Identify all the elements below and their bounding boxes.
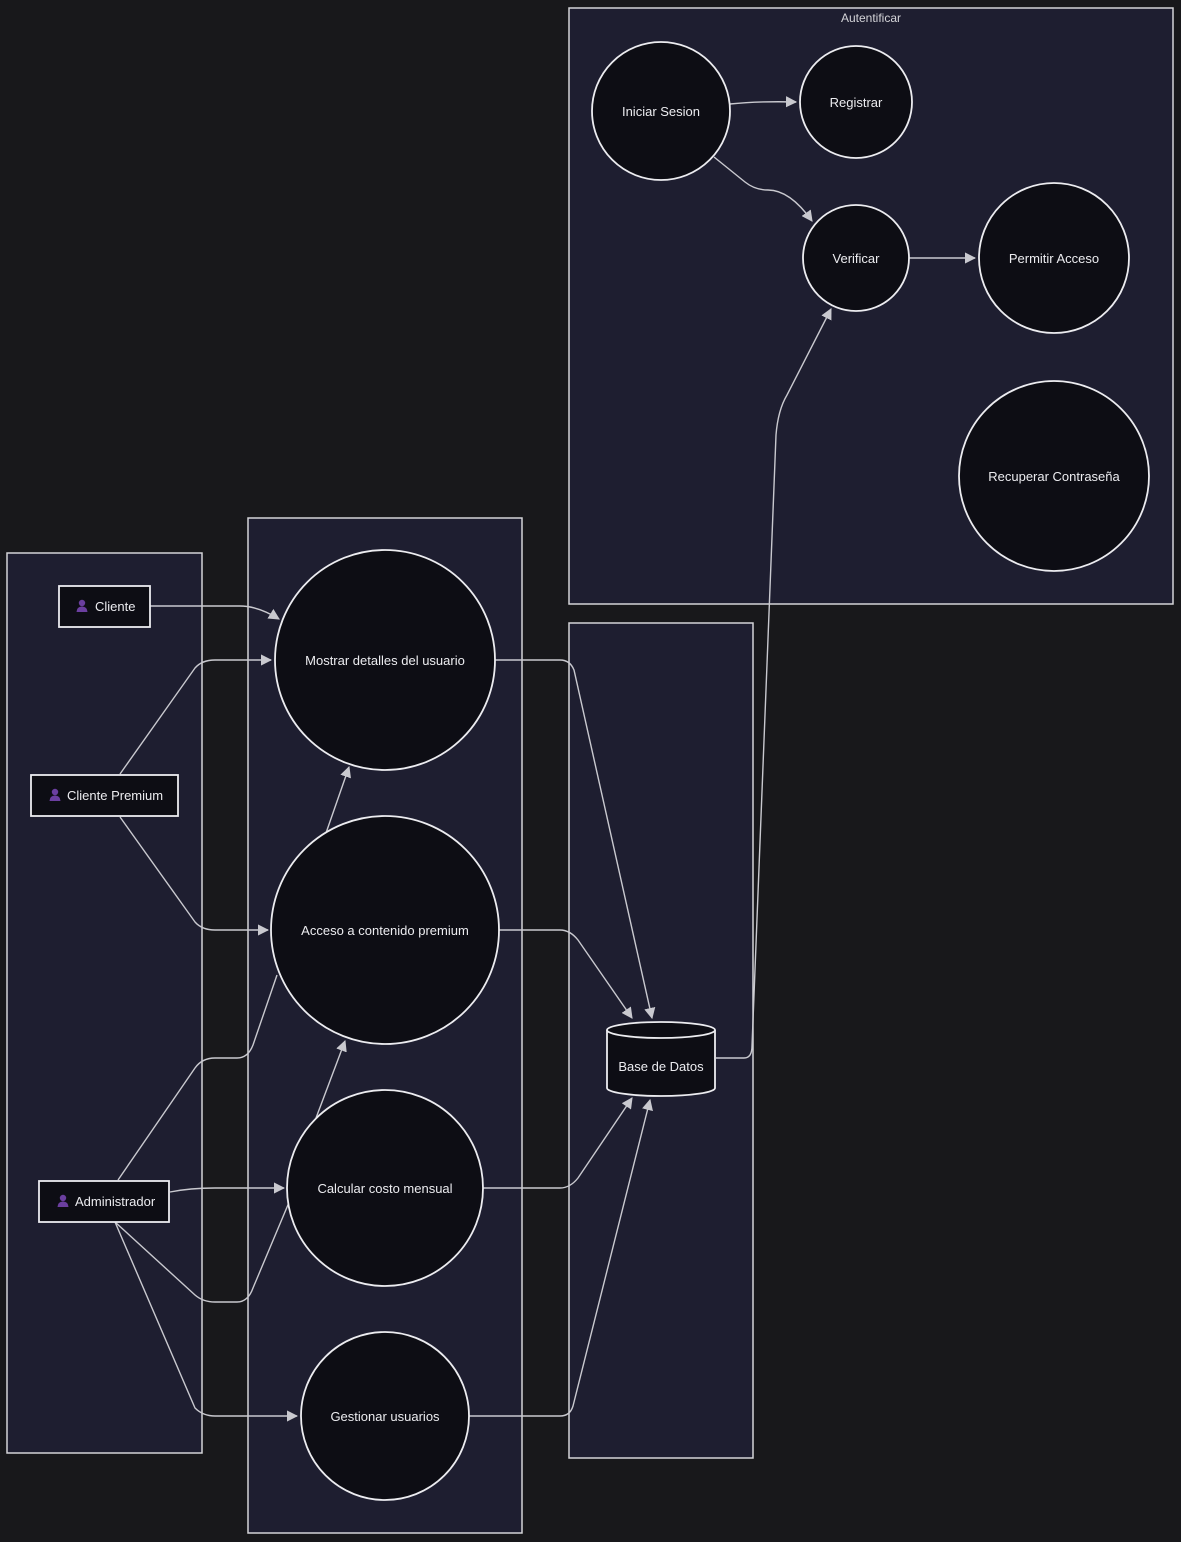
use-case-verificar[interactable]: Verificar xyxy=(802,204,910,312)
edge-calcular-acceso xyxy=(315,1039,347,1119)
use-case-mostrar-detalles-label: Mostrar detalles del usuario xyxy=(305,653,465,668)
actor-cliente[interactable]: Cliente xyxy=(58,585,151,628)
use-case-permitir-acceso-label: Permitir Acceso xyxy=(1009,251,1099,266)
edge-admin-gestionar xyxy=(114,1221,299,1422)
actor-cliente-premium-label: Cliente Premium xyxy=(67,788,163,803)
use-case-iniciar-sesion[interactable]: Iniciar Sesion xyxy=(591,41,731,181)
use-case-acceso-premium[interactable]: Acceso a contenido premium xyxy=(270,815,500,1045)
edge-admin-acceso xyxy=(117,974,278,1181)
use-case-gestionar-usuarios-label: Gestionar usuarios xyxy=(330,1409,440,1424)
edge-mostrar-db xyxy=(495,659,656,1020)
actors-cluster xyxy=(6,552,203,1454)
user-icon xyxy=(57,1194,69,1207)
actor-cliente-premium[interactable]: Cliente Premium xyxy=(30,774,179,817)
actor-administrador-label: Administrador xyxy=(75,1194,156,1209)
use-case-permitir-acceso[interactable]: Permitir Acceso xyxy=(978,182,1130,334)
use-case-registrar-label: Registrar xyxy=(830,95,883,110)
actor-cliente-label: Cliente xyxy=(95,599,135,614)
autentificar-cluster-title: Autentificar xyxy=(841,11,901,25)
use-case-calcular-costo-label: Calcular costo mensual xyxy=(317,1181,452,1196)
use-case-registrar[interactable]: Registrar xyxy=(799,45,913,159)
use-case-calcular-costo[interactable]: Calcular costo mensual xyxy=(286,1089,484,1287)
user-icon xyxy=(76,599,88,612)
edge-iniciar-verificar xyxy=(713,156,813,222)
use-case-recuperar-contrasena-label: Recuperar Contraseña xyxy=(988,469,1120,484)
edge-gestionar-db xyxy=(469,1098,653,1417)
use-case-recuperar-contrasena[interactable]: Recuperar Contraseña xyxy=(958,380,1150,572)
edge-premium-acceso xyxy=(119,816,270,936)
edge-acceso-db xyxy=(499,929,633,1019)
use-case-mostrar-detalles[interactable]: Mostrar detalles del usuario xyxy=(274,549,496,771)
edge-iniciar-registrar xyxy=(729,96,798,108)
edge-admin-gestionar-mid xyxy=(114,1199,291,1303)
use-case-iniciar-sesion-label: Iniciar Sesion xyxy=(622,104,700,119)
actor-administrador[interactable]: Administrador xyxy=(38,1180,170,1223)
edge-calcular-db xyxy=(483,1097,633,1189)
edge-cliente-mostrar xyxy=(150,605,280,620)
database-node[interactable]: Base de Datos xyxy=(606,1021,716,1097)
edge-admin-calcular xyxy=(169,1182,286,1194)
edges xyxy=(114,96,977,1422)
use-case-verificar-label: Verificar xyxy=(833,251,881,266)
use-case-acceso-premium-label: Acceso a contenido premium xyxy=(301,923,469,938)
database-label: Base de Datos xyxy=(618,1059,704,1074)
edge-acceso-mostrar xyxy=(325,765,351,834)
edge-premium-mostrar xyxy=(119,654,273,775)
use-case-gestionar-usuarios[interactable]: Gestionar usuarios xyxy=(300,1331,470,1501)
user-icon xyxy=(49,788,61,801)
edge-db-verificar xyxy=(716,308,832,1059)
